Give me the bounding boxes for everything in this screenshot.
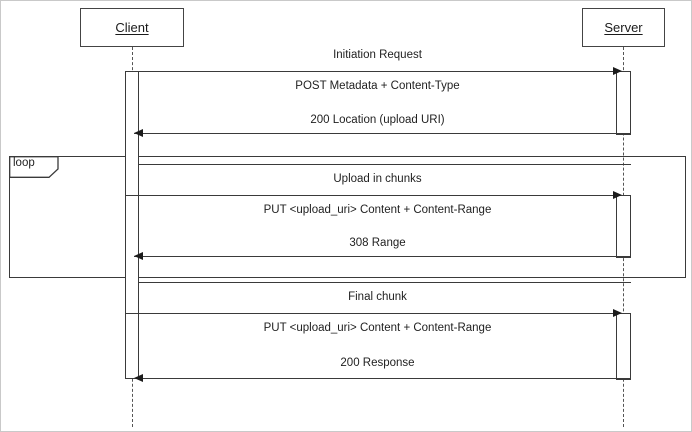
participant-server-label: Server	[604, 20, 643, 35]
arrowhead-post-metadata	[613, 66, 622, 75]
message-label-put-chunk: PUT <upload_uri> Content + Content-Range	[263, 204, 492, 216]
activation-server-3[interactable]	[616, 313, 631, 380]
message-line-308-range	[134, 256, 631, 257]
arrowhead-308-range	[134, 251, 143, 260]
message-line-200-location	[134, 133, 631, 134]
message-label-200-location: 200 Location (upload URI)	[310, 114, 445, 126]
message-line-200-response	[134, 378, 631, 379]
message-label-put-final: PUT <upload_uri> Content + Content-Range	[263, 322, 492, 334]
participant-client-label: Client	[115, 20, 149, 35]
message-label-200-response: 200 Response	[340, 357, 415, 369]
activation-server-2[interactable]	[616, 195, 631, 258]
message-label-308-range: 308 Range	[349, 237, 406, 249]
participant-client[interactable]: Client	[80, 8, 184, 47]
activation-client[interactable]	[125, 71, 139, 379]
message-line-put-chunk	[125, 195, 622, 196]
loop-fragment-tag: loop	[9, 156, 59, 178]
section-label-initiation: Initiation Request	[333, 49, 422, 61]
activation-server-1[interactable]	[616, 71, 631, 135]
arrowhead-put-chunk	[613, 190, 622, 199]
arrowhead-put-final	[613, 308, 622, 317]
message-line-put-final	[125, 313, 622, 314]
arrowhead-200-response	[134, 373, 143, 382]
section-label-upload-chunks: Upload in chunks	[333, 173, 422, 185]
arrowhead-200-location	[134, 128, 143, 137]
message-line-post-metadata	[125, 71, 622, 72]
section-divider-upload-top	[125, 164, 631, 165]
section-divider-final-top	[125, 282, 631, 283]
loop-fragment-operator-label: loop	[13, 157, 35, 169]
loop-fragment[interactable]	[9, 156, 686, 278]
section-label-final-chunk: Final chunk	[348, 291, 407, 303]
participant-server[interactable]: Server	[582, 8, 665, 47]
message-label-post-metadata: POST Metadata + Content-Type	[295, 80, 460, 92]
